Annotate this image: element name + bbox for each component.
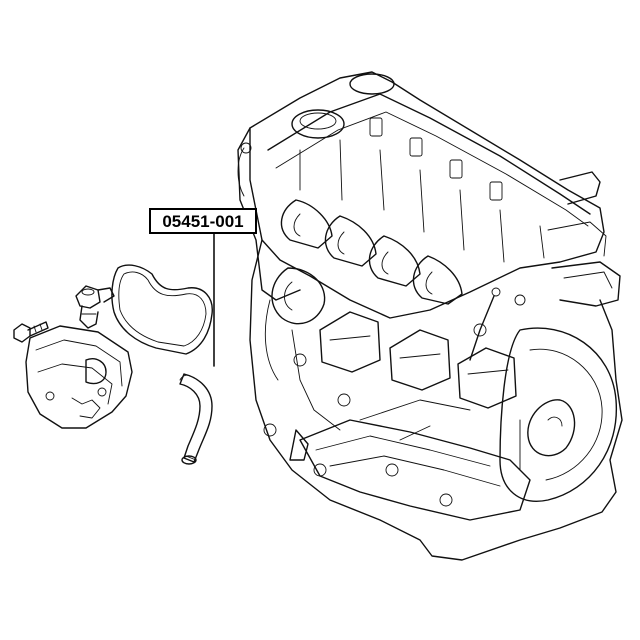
intake-manifold bbox=[280, 199, 463, 305]
pcv-valve-part bbox=[75, 285, 115, 329]
valve-cover-part bbox=[25, 325, 133, 429]
part-label-box bbox=[149, 208, 257, 234]
bolt-part bbox=[13, 321, 49, 343]
part-number-callout: 05451-001 bbox=[149, 208, 257, 367]
gasket-part bbox=[111, 264, 213, 355]
engine-assembly bbox=[237, 71, 623, 561]
hose-part bbox=[179, 373, 213, 465]
part-number-label: 05451-001 bbox=[162, 212, 243, 231]
spark-plug-bosses bbox=[369, 117, 503, 201]
block-bolts bbox=[263, 294, 526, 507]
